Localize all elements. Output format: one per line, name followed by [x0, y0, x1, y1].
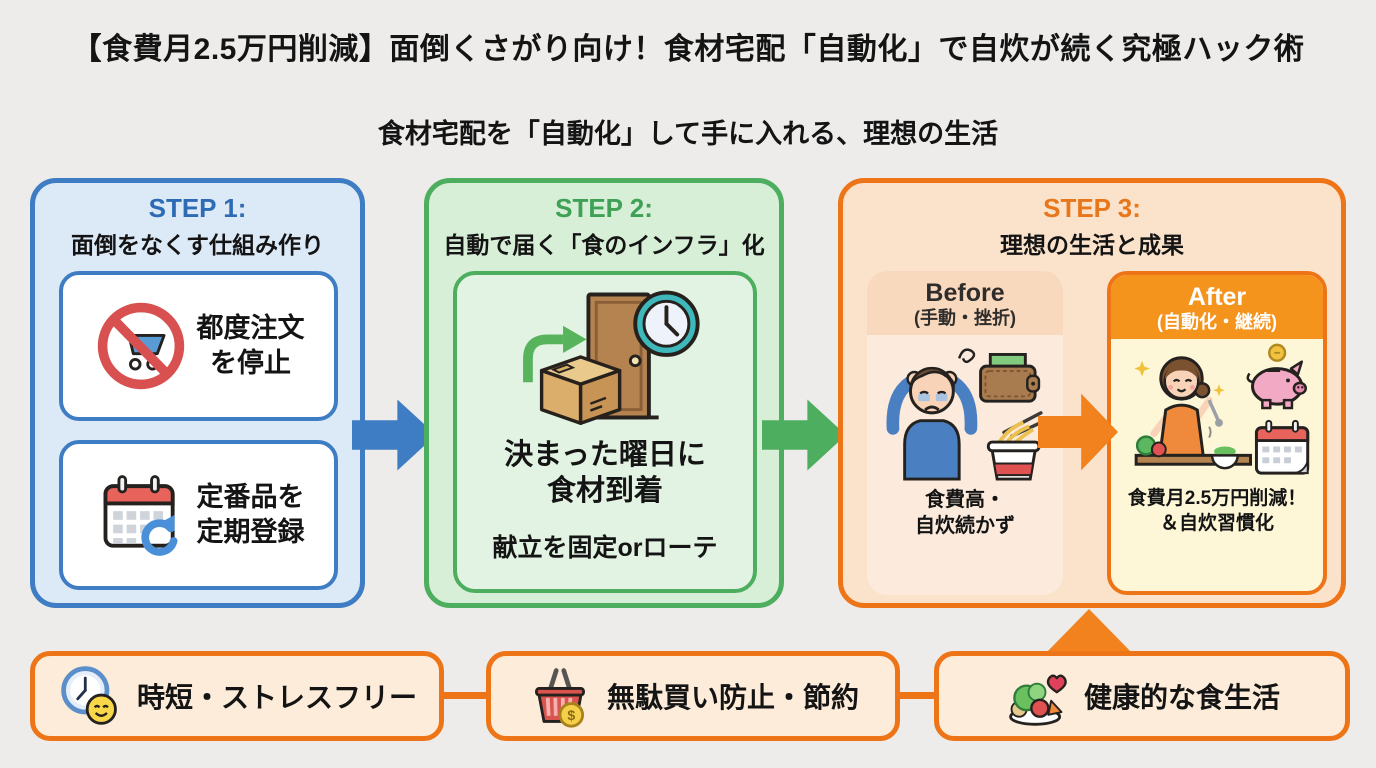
step2-panel: STEP 2: 自動で届く「食のインフラ」化	[424, 178, 784, 608]
step2-main-line1: 決まった曜日に	[504, 439, 706, 471]
after-title: After	[1187, 283, 1247, 311]
step1-card2-line2: 定期登録	[196, 517, 305, 547]
after-panel: After (自動化・継続)	[1107, 271, 1327, 595]
healthy-plate-heart-icon	[1004, 663, 1070, 729]
step2-main-line2: 食材到着	[546, 475, 663, 508]
step3-label: STEP 3:	[1043, 193, 1141, 223]
step1-card1-text: 都度注文を停止	[197, 311, 305, 381]
benefit1-label: 時短・ストレスフリー	[136, 682, 417, 713]
before-body: 食費高・自炊続かず	[867, 335, 1063, 539]
after-body: 食費月2.5万円削減！ ＆自炊習慣化	[1111, 339, 1323, 536]
step3-panel: STEP 3: 理想の生活と成果 Before (手動・挫折)	[838, 178, 1346, 608]
delivery-door-clock-illustration	[492, 275, 718, 433]
before-header: Before (手動・挫折)	[867, 271, 1063, 336]
before-caption-line2: 自炊続かず	[915, 515, 1015, 538]
page-title: 【食費月2.5万円削減】面倒くさがり向け！食材宅配「自動化」で自炊が続く究極ハッ…	[71, 33, 1305, 66]
benefit-connector-line	[900, 692, 934, 699]
before-panel: Before (手動・挫折)	[867, 271, 1063, 595]
step2-label: STEP 2:	[555, 193, 653, 223]
step1-card1-line1: 都度注文	[196, 312, 305, 343]
step1-card-recurring-order: 定番品を定期登録	[59, 440, 338, 590]
step2-card-delivery: 決まった曜日に食材到着 献立を固定orローテ	[453, 271, 757, 593]
after-caption: 食費月2.5万円削減！ ＆自炊習慣化	[1128, 487, 1306, 536]
before-subtitle: (手動・挫折)	[914, 307, 1016, 328]
benefit3-label: 健康的な食生活	[1083, 682, 1280, 713]
benefit-no-waste: $ 無駄買い防止・節約	[486, 651, 900, 741]
before-caption-line1: 食費高・	[925, 489, 1005, 512]
benefit2-label: 無駄買い防止・節約	[606, 682, 859, 713]
after-caption-line1: 食費月2.5万円削減！	[1127, 488, 1307, 510]
after-caption-line2: ＆自炊習慣化	[1159, 513, 1274, 535]
calendar-repeat-icon	[93, 467, 189, 563]
benefit-time-saving: 時短・ストレスフリー	[30, 651, 444, 741]
svg-text:$: $	[567, 707, 575, 723]
step1-card-stop-ordering: 都度注文を停止	[59, 271, 338, 421]
step1-label: STEP 1:	[148, 193, 247, 223]
connector-step3-to-benefit-icon	[1044, 609, 1134, 655]
cooking-woman-piggybank-calendar-illustration	[1118, 339, 1316, 481]
step1-heading: 面倒をなくす仕組み作り	[71, 232, 324, 258]
benefit-connector-line	[444, 692, 486, 699]
stressed-man-wallet-noodles-illustration	[877, 335, 1053, 481]
clock-smiley-icon	[57, 663, 123, 729]
before-title: Before	[925, 279, 1005, 307]
step3-heading: 理想の生活と成果	[1000, 232, 1184, 258]
step1-panel: STEP 1: 面倒をなくす仕組み作り 都度注文を停止	[30, 178, 365, 608]
step1-card1-line2: を停止	[210, 348, 291, 378]
shopping-basket-coin-icon: $	[527, 663, 593, 729]
page-subtitle: 食材宅配を「自動化」して手に入れる、理想の生活	[377, 119, 999, 149]
benefit-healthy-diet: 健康的な食生活	[934, 651, 1350, 741]
after-subtitle: (自動化・継続)	[1157, 311, 1277, 332]
step1-card2-line1: 定番品を	[196, 481, 305, 512]
no-cart-icon	[93, 298, 189, 394]
step2-note-text: 献立を固定orローテ	[492, 533, 718, 562]
step1-card2-text: 定番品を定期登録	[197, 480, 305, 550]
before-caption: 食費高・自炊続かず	[915, 487, 1015, 539]
after-header: After (自動化・継続)	[1111, 275, 1323, 340]
step2-main-text: 決まった曜日に食材到着	[504, 437, 706, 510]
step2-heading: 自動で届く「食のインフラ」化	[443, 232, 765, 258]
